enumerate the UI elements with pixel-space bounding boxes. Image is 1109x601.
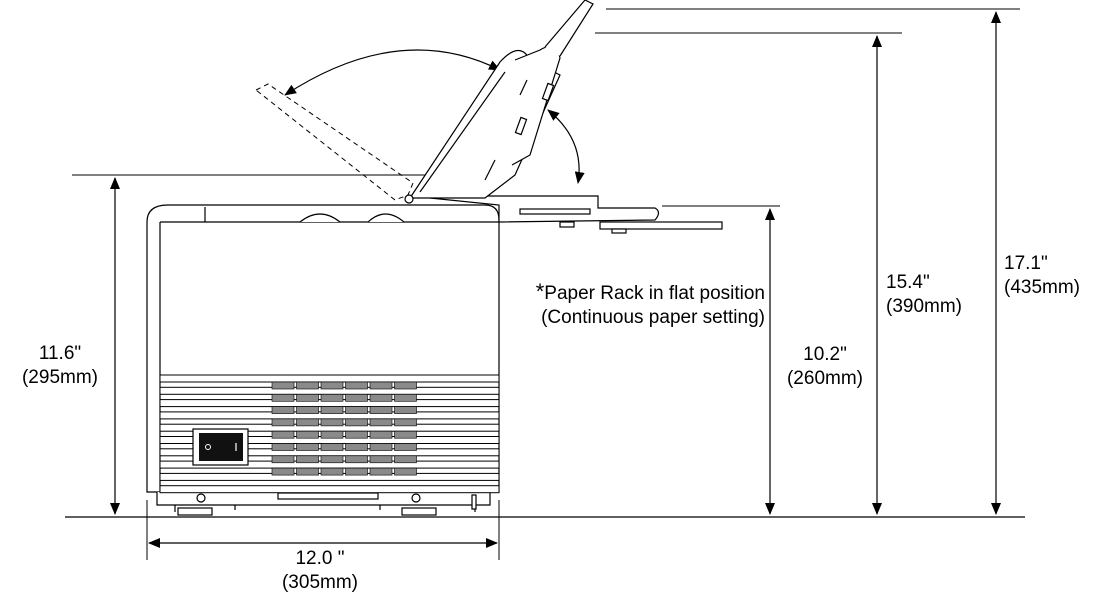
vent-slot [320,430,344,439]
vent-slot [296,418,319,427]
vent-slot [345,467,368,476]
vent-slot [369,381,393,390]
label-height-raised-mm: (390mm) [886,296,963,317]
vent-slot [271,393,295,402]
vent-slot [271,455,295,464]
power-switch-icon [192,428,249,466]
vent-slot [271,443,295,451]
vent-slot [394,418,417,427]
label-height-flat-inches: 10.2" [803,344,847,365]
label-height-main-inches: 11.6" [38,343,82,364]
vent-slot [345,443,368,451]
vent-slot [320,393,344,402]
vent-slot [394,393,417,402]
vent-slot [345,406,368,414]
vent-slot [369,467,393,476]
vent-slot [320,418,344,427]
vent-slot [394,467,417,476]
vent-slot [320,467,344,476]
vent-slot [369,393,393,402]
vent-slot [369,443,393,451]
vent-row [159,374,500,383]
vent-slot [271,430,295,439]
paper-support-raised [404,0,594,204]
vent-slot [271,418,295,427]
note-paper-rack: *Paper Rack in flat position (Continuous… [455,280,765,330]
vent-slot [369,406,393,414]
label-height-raised: 15.4" (390mm) [886,271,986,319]
label-height-flat: 10.2" (260mm) [776,343,874,391]
vent-slot [320,455,344,464]
rotation-arrow-large [284,49,501,96]
label-height-max-inches: 17.1" [1004,253,1048,274]
label-height-max-mm: (435mm) [1004,277,1081,298]
ventilation-grille [159,374,500,494]
vent-slot [394,406,417,414]
label-height-max: 17.1" (435mm) [1004,252,1104,300]
vent-slot [296,455,319,464]
label-height-raised-inches: 15.4" [886,272,930,293]
vent-slot [345,393,368,402]
vent-slot [345,430,368,439]
vent-slot [296,381,319,390]
label-height-flat-mm: (260mm) [786,368,863,389]
vent-slot [320,381,344,390]
paper-rack-flat [429,195,723,234]
vent-slot [394,381,417,390]
vent-row [159,485,500,494]
vent-slot [345,455,368,464]
label-width-inches: 12.0 " [295,548,345,569]
vent-slot [296,406,319,414]
note-line1-text: Paper Rack in flat position [544,283,765,304]
vent-slot [369,418,393,427]
label-height-main-mm: (295mm) [21,367,98,388]
rotation-arrow-small [547,109,585,184]
vent-slot [296,393,319,402]
label-width-mm: (305mm) [281,572,358,593]
asterisk-marker: * [535,279,545,304]
vent-slot [296,430,319,439]
vent-slot [320,406,344,414]
label-width: 12.0 " (305mm) [270,547,370,595]
vent-slot [345,418,368,427]
vent-slot [394,430,417,439]
vent-slot [271,406,295,414]
vent-slot [369,455,393,464]
vent-slot [369,430,393,439]
vent-slot [394,443,417,451]
vent-slot [345,381,368,390]
vent-slot [394,455,417,464]
vent-slot [320,443,344,451]
vent-slot [296,467,319,476]
paper-support-folded-dashed [255,83,414,201]
label-height-main: 11.6" (295mm) [12,342,108,390]
vent-slot [296,443,319,451]
note-line1: *Paper Rack in flat position [455,280,765,306]
vent-slot [271,467,295,476]
note-line2: (Continuous paper setting) [541,307,765,328]
vent-slot [271,381,295,390]
